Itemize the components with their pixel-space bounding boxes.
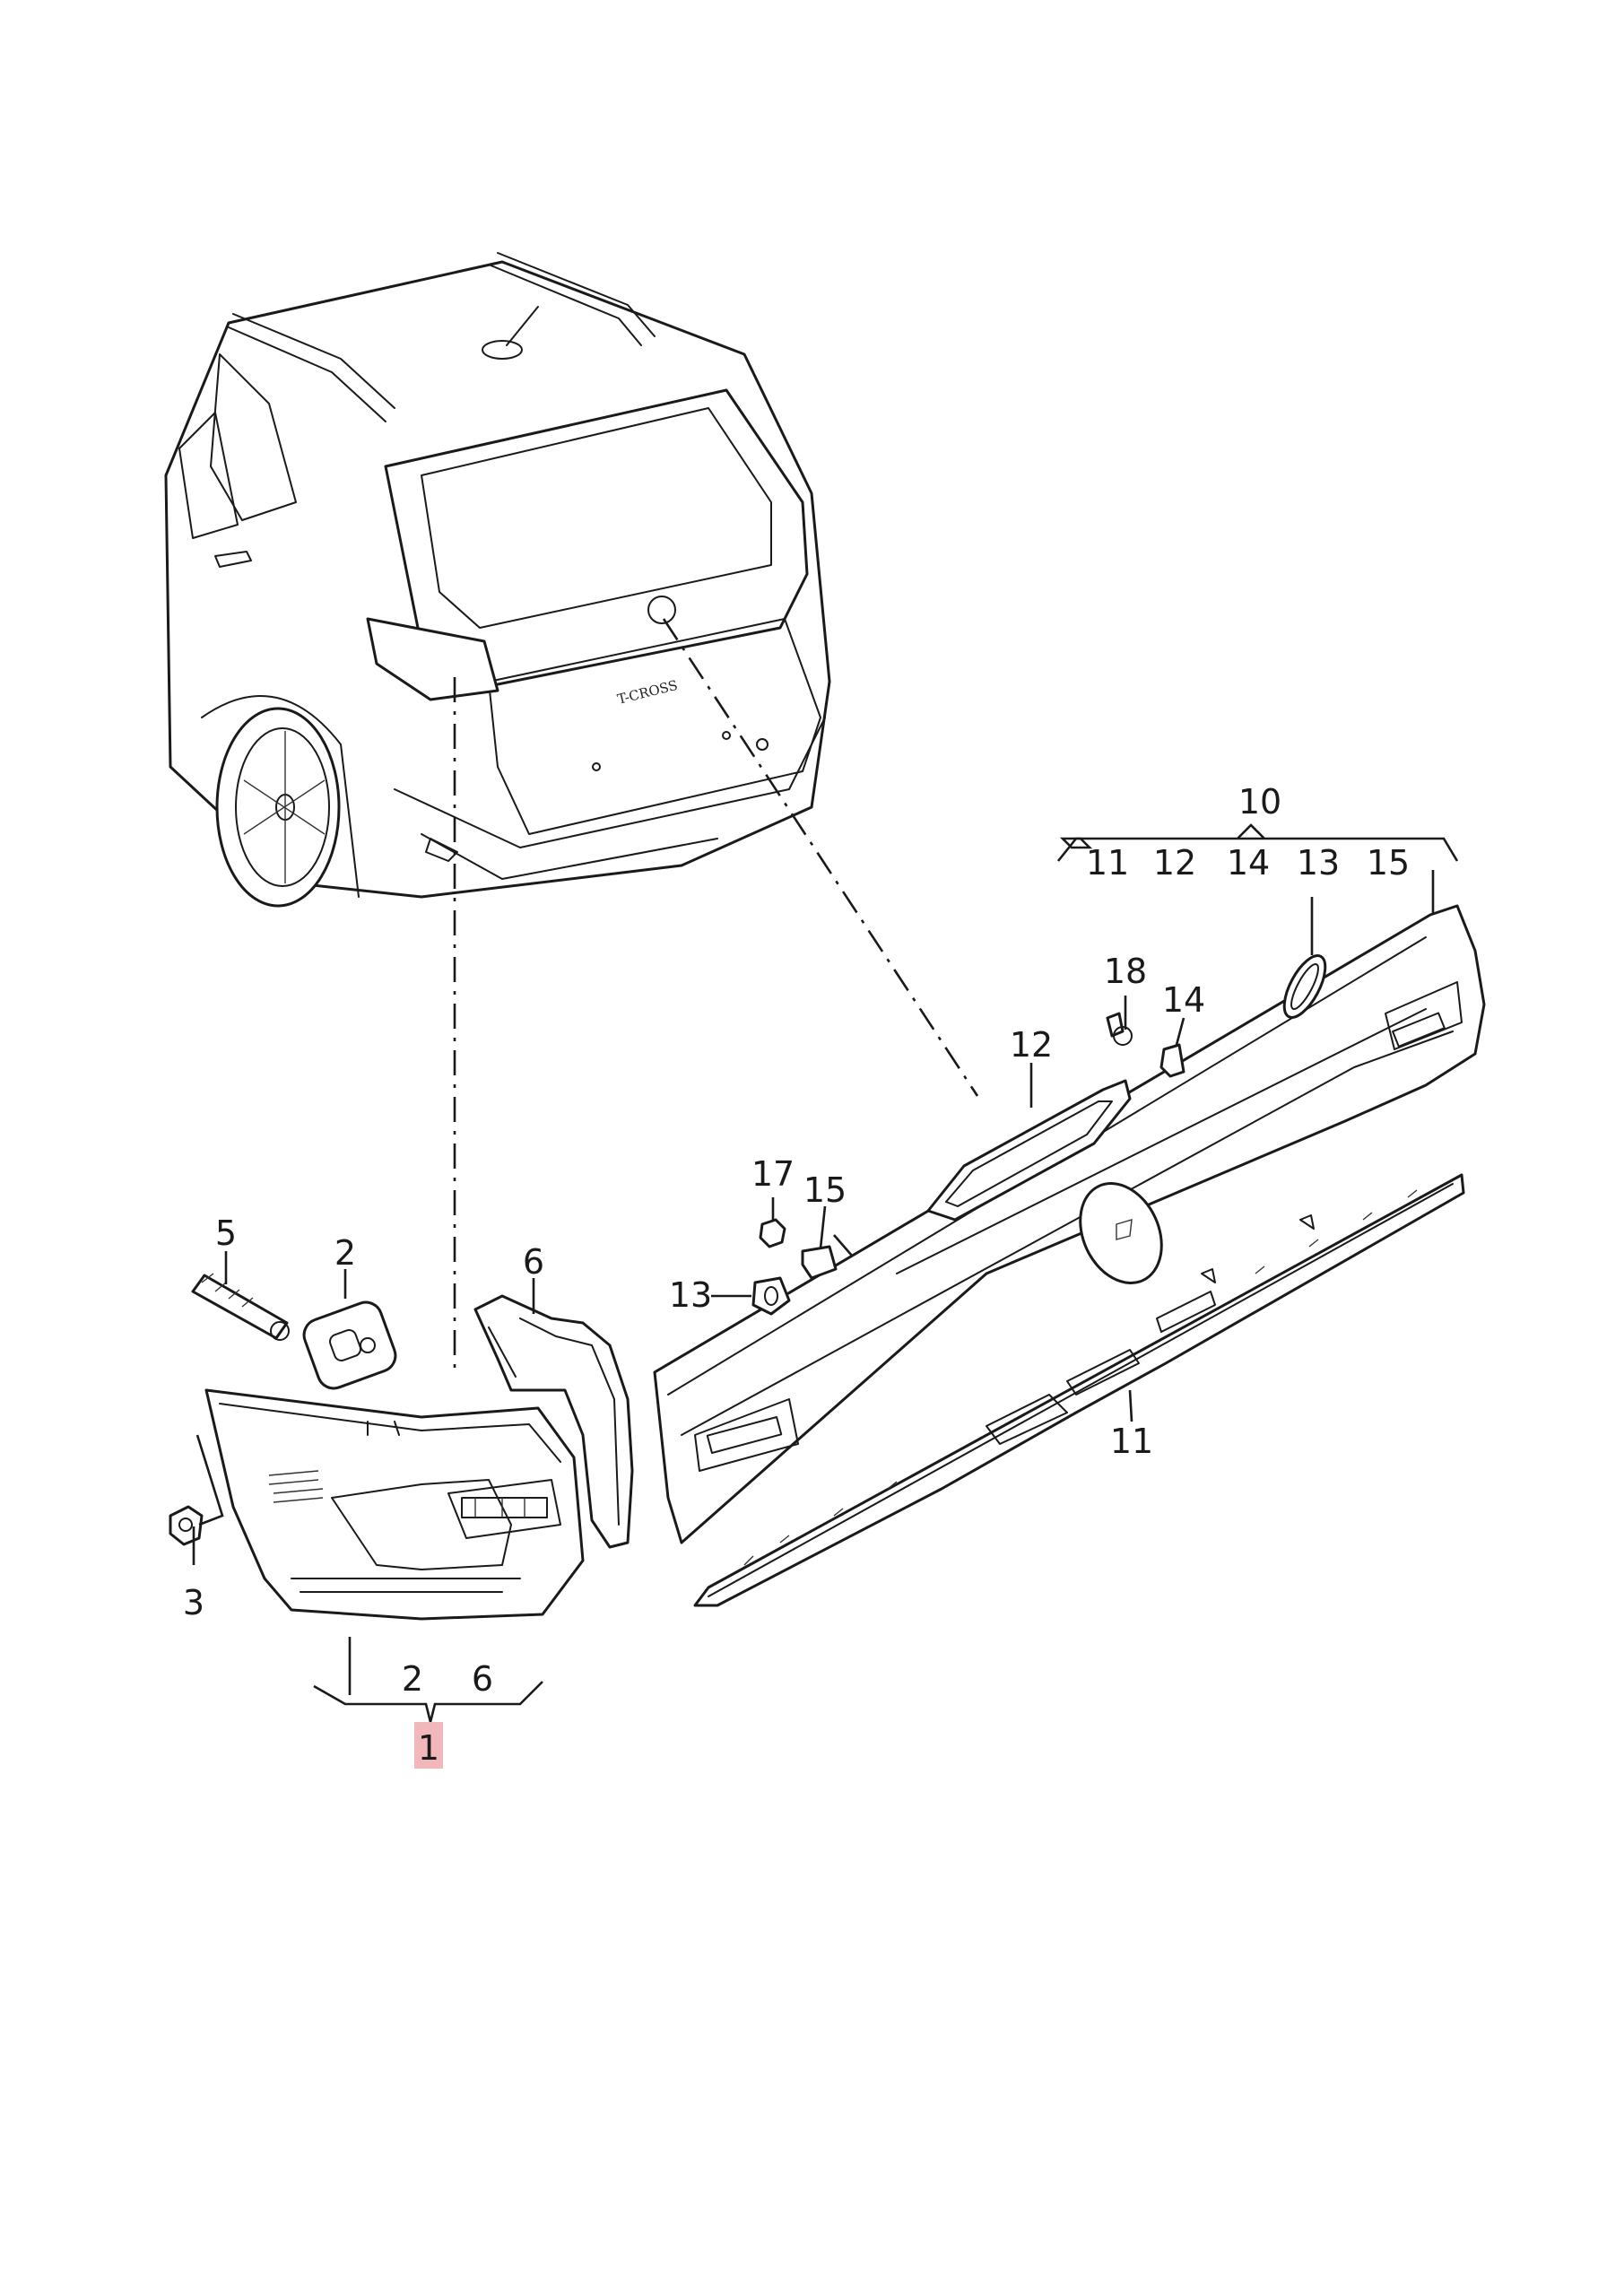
seal-13-lower bbox=[751, 1276, 791, 1316]
tail-light-assembly bbox=[204, 1388, 585, 1621]
vehicle-rear-view: T-CROSS bbox=[164, 252, 831, 908]
label-11: 11 bbox=[1110, 1422, 1153, 1461]
emblem-frame bbox=[926, 1079, 1132, 1222]
grommet-15 bbox=[801, 1245, 838, 1280]
label-17: 17 bbox=[751, 1154, 795, 1194]
link-emblem bbox=[662, 618, 979, 1097]
highlight-marker bbox=[414, 1722, 443, 1769]
license-trim-strip bbox=[693, 1173, 1465, 1607]
label-15: 15 bbox=[803, 1170, 847, 1210]
group-label-14: 14 bbox=[1227, 843, 1270, 883]
label-1: 1 bbox=[418, 1728, 439, 1768]
callout-labels: 1 2 6 2 5 6 3 10 11 12 14 13 15 18 14 12… bbox=[183, 782, 1410, 1769]
nut-part bbox=[169, 1505, 204, 1546]
clip-14 bbox=[1159, 1043, 1185, 1078]
group-label-11: 11 bbox=[1086, 843, 1129, 883]
label-2-group: 2 bbox=[402, 1659, 423, 1699]
screw-part bbox=[191, 1273, 290, 1341]
label-13: 13 bbox=[669, 1275, 712, 1315]
seal-ring-13-top bbox=[1282, 954, 1327, 1019]
gasket-pad bbox=[302, 1300, 397, 1390]
label-12: 12 bbox=[1010, 1025, 1053, 1065]
label-5: 5 bbox=[215, 1213, 237, 1253]
rivet-18 bbox=[1106, 1012, 1133, 1046]
label-10: 10 bbox=[1238, 782, 1281, 822]
nut-17 bbox=[759, 1218, 786, 1248]
group-label-12: 12 bbox=[1153, 843, 1196, 883]
lamp-housing bbox=[473, 1294, 634, 1549]
label-3: 3 bbox=[183, 1583, 204, 1622]
group-label-13: 13 bbox=[1297, 843, 1340, 883]
label-18: 18 bbox=[1104, 952, 1147, 991]
group-label-15: 15 bbox=[1367, 843, 1410, 883]
label-2-pad: 2 bbox=[334, 1233, 356, 1273]
label-14: 14 bbox=[1162, 980, 1205, 1020]
label-6-group: 6 bbox=[472, 1659, 493, 1699]
label-6-housing: 6 bbox=[523, 1242, 544, 1282]
